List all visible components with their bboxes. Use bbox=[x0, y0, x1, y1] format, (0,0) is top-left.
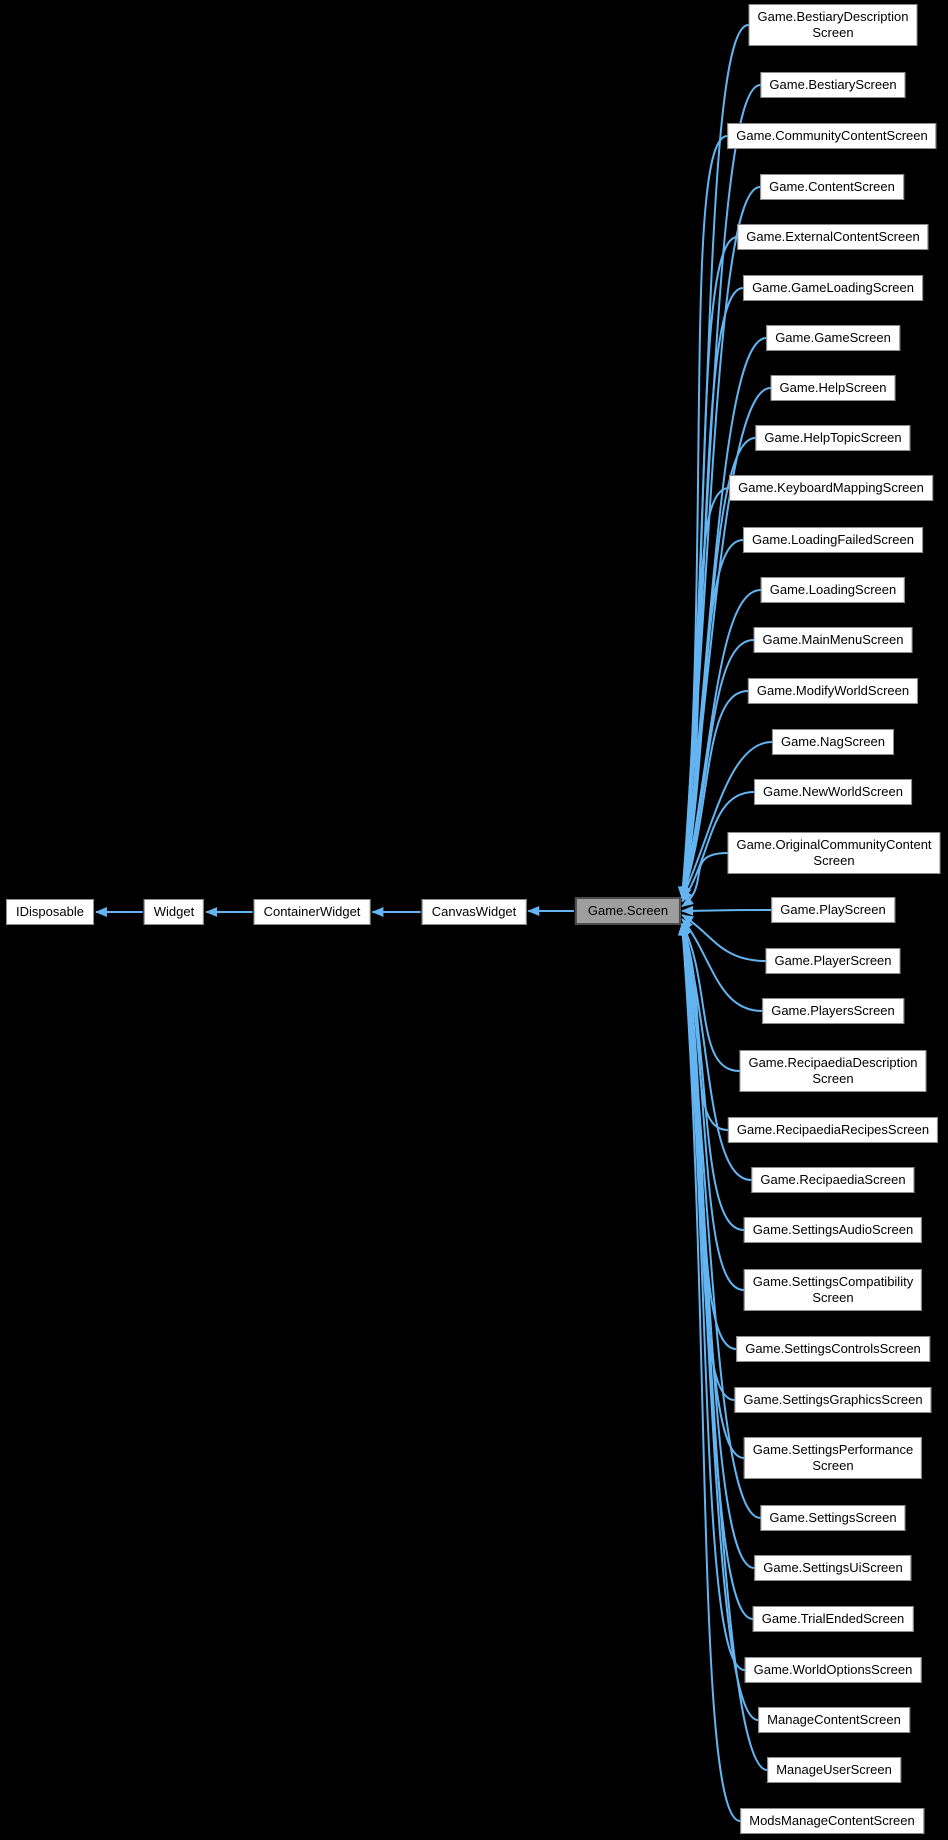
class-node-derived[interactable]: ManageContentScreen bbox=[758, 1707, 910, 1733]
class-node-derived[interactable]: Game.LoadingFailedScreen bbox=[743, 527, 923, 553]
class-node-derived[interactable]: ModsManageContentScreen bbox=[740, 1808, 924, 1834]
class-node-derived[interactable]: ManageUserScreen bbox=[767, 1757, 901, 1783]
class-node-canvaswidget[interactable]: CanvasWidget bbox=[421, 899, 527, 925]
class-node-derived[interactable]: Game.CommunityContentScreen bbox=[727, 123, 937, 149]
class-node-derived[interactable]: Game.RecipaediaScreen bbox=[751, 1167, 915, 1193]
class-node-containerwidget[interactable]: ContainerWidget bbox=[253, 899, 371, 925]
class-node-game-screen: Game.Screen bbox=[574, 897, 682, 925]
class-node-derived[interactable]: Game.SettingsUiScreen bbox=[754, 1555, 912, 1581]
class-node-idisposable[interactable]: IDisposable bbox=[6, 899, 94, 925]
class-node-derived[interactable]: Game.KeyboardMappingScreen bbox=[729, 475, 933, 501]
class-node-derived[interactable]: Game.GameLoadingScreen bbox=[743, 275, 923, 301]
class-node-derived[interactable]: Game.SettingsAudioScreen bbox=[743, 1217, 923, 1243]
class-node-derived[interactable]: Game.GameScreen bbox=[766, 325, 900, 351]
class-node-derived[interactable]: Game.OriginalCommunityContent Screen bbox=[727, 832, 941, 874]
class-node-derived[interactable]: Game.ModifyWorldScreen bbox=[747, 678, 919, 704]
class-node-derived[interactable]: Game.SettingsGraphicsScreen bbox=[734, 1387, 932, 1413]
class-node-derived[interactable]: Game.SettingsPerformance Screen bbox=[743, 1437, 923, 1479]
class-node-derived[interactable]: Game.ExternalContentScreen bbox=[737, 224, 929, 250]
class-node-derived[interactable]: Game.NewWorldScreen bbox=[754, 779, 912, 805]
class-node-derived[interactable]: Game.SettingsCompatibility Screen bbox=[743, 1269, 923, 1311]
class-node-derived[interactable]: Game.RecipaediaRecipesScreen bbox=[727, 1117, 939, 1143]
class-node-derived[interactable]: Game.LoadingScreen bbox=[760, 577, 906, 603]
class-node-derived[interactable]: Game.RecipaediaDescription Screen bbox=[739, 1050, 927, 1092]
class-node-derived[interactable]: Game.BestiaryDescription Screen bbox=[748, 4, 918, 46]
class-node-derived[interactable]: Game.PlayerScreen bbox=[765, 948, 901, 974]
class-node-derived[interactable]: Game.HelpScreen bbox=[770, 375, 896, 401]
class-node-derived[interactable]: Game.WorldOptionsScreen bbox=[744, 1657, 922, 1683]
class-node-derived[interactable]: Game.TrialEndedScreen bbox=[752, 1606, 914, 1632]
class-node-derived[interactable]: Game.BestiaryScreen bbox=[760, 72, 906, 98]
class-node-derived[interactable]: Game.NagScreen bbox=[771, 729, 895, 755]
class-node-derived[interactable]: Game.PlayersScreen bbox=[762, 998, 904, 1024]
class-node-derived[interactable]: Game.MainMenuScreen bbox=[753, 627, 913, 653]
class-node-derived[interactable]: Game.PlayScreen bbox=[771, 897, 895, 923]
class-node-derived[interactable]: Game.SettingsScreen bbox=[760, 1505, 906, 1531]
class-node-derived[interactable]: Game.SettingsControlsScreen bbox=[736, 1336, 930, 1362]
class-node-widget[interactable]: Widget bbox=[143, 899, 205, 925]
class-node-derived[interactable]: Game.HelpTopicScreen bbox=[755, 425, 911, 451]
class-node-derived[interactable]: Game.ContentScreen bbox=[760, 174, 904, 200]
